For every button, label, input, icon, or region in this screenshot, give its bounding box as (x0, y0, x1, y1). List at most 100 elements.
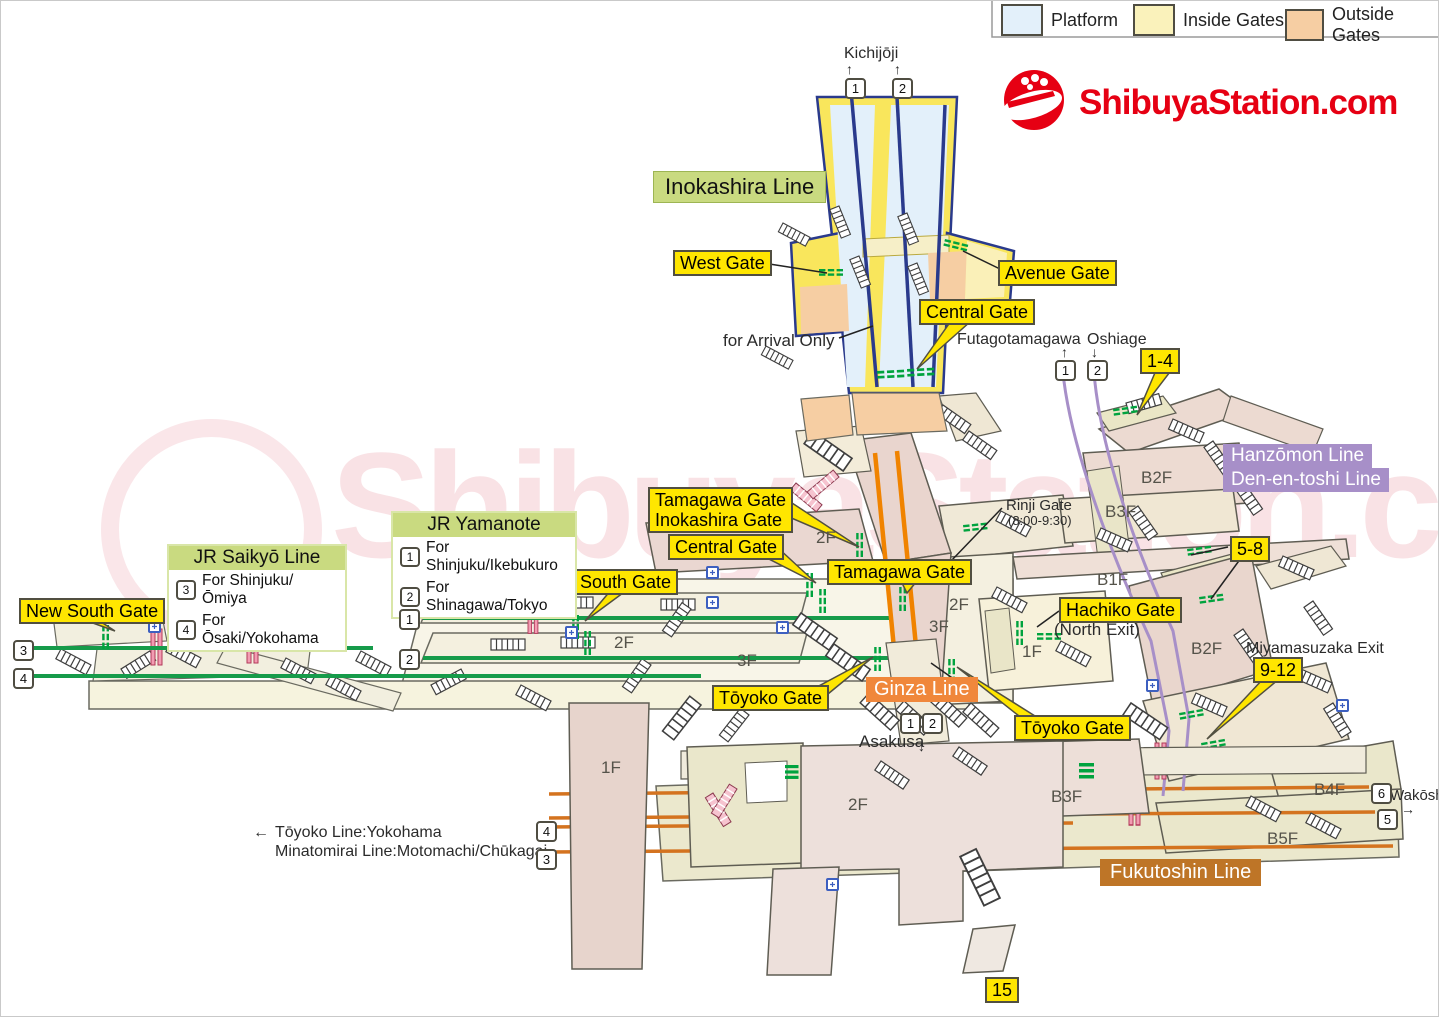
toyoko-gate-upper-label: Tōyoko Gate (712, 685, 830, 712)
bottom-structure (568, 695, 1367, 976)
central-gate-inokashira-label: Central Gate (919, 299, 1036, 326)
yamanote-dest-1: For Shinjuku/Ikebukuro (426, 539, 558, 574)
hanzomon-track-1: 1 (1055, 360, 1076, 381)
inokashira-station (760, 78, 1016, 442)
saikyo-row-2: 4 For Ōsaki/Yokohama (169, 610, 345, 650)
floor-2f-main: 2F (848, 795, 868, 814)
floor-1f-hachiko: 1F (1022, 642, 1042, 661)
wakoshi-label: Wakōshi (1390, 787, 1438, 804)
miyamasuzaka-exit-label: Miyamasuzaka Exit (1246, 640, 1384, 657)
saikyo-row-1: 3 For Shinjuku/Ōmiya (169, 570, 345, 610)
saikyo-info-box: JR Saikyō Line 3 For Shinjuku/Ōmiya 4 Fo… (167, 544, 347, 652)
inside-gates-swatch (1133, 4, 1175, 36)
rinji-gate-hours: (8:00-9:30) (1008, 513, 1072, 528)
central-gate-jr-label: Central Gate (668, 534, 785, 561)
north-exit-label: (North Exit) (1054, 620, 1140, 639)
hachiko-gate-label: Hachiko Gate (1059, 597, 1183, 624)
yamanote-info-box: JR Yamanote 1 For Shinjuku/Ikebukuro 2 F… (391, 511, 577, 619)
floor-2f-jr: 2F (614, 633, 634, 652)
legend-inside-gates-label: Inside Gates (1183, 9, 1285, 30)
yamanote-row-1: 1 For Shinjuku/Ikebukuro (393, 537, 575, 577)
minatomirai-destination: Minatomirai Line:Motomachi/Chūkagai (275, 843, 548, 860)
floor-3f-center: 3F (737, 651, 757, 670)
floor-b2f-mid: B2F (1191, 639, 1223, 658)
ginza-track-1: 1 (900, 713, 921, 734)
inokashira-line-label: Inokashira Line (653, 171, 827, 203)
floor-2f-right: 2F (949, 595, 969, 614)
tamagawa-gate-line: Tamagawa Gate (655, 490, 787, 510)
platforms-1-4-label: 1-4 (1140, 348, 1181, 375)
floor-2f-tamagawa: 2F (816, 528, 836, 547)
futagotamagawa-label: Futagotamagawa (957, 331, 1081, 348)
legend-platform-label: Platform (1051, 9, 1119, 30)
floor-1f-tower: 1F (601, 758, 621, 777)
toyoko-gate-lower-label: Tōyoko Gate (1014, 715, 1132, 742)
yamanote-row-2: 2 For Shinagawa/Tokyo (393, 577, 575, 617)
toyoko-track-4: 4 (536, 821, 557, 842)
platforms-9-12-label: 9-12 (1253, 657, 1304, 684)
ginza-track-2: 2 (922, 713, 943, 734)
legend-platform: Platform (1001, 4, 1118, 36)
floor-b5f: B5F (1267, 829, 1299, 848)
yamanote-title: JR Yamanote (393, 513, 575, 537)
kichijoji-arrow-2: ↑ (894, 61, 901, 77)
floor-b1f: B1F (1097, 570, 1129, 589)
yamanote-dest-2: For Shinagawa/Tokyo (426, 579, 548, 614)
yamanote-track-1: 1 (399, 609, 420, 630)
inokashira-track-2: 2 (892, 78, 913, 99)
outside-gates-swatch (1285, 9, 1324, 41)
futagotamagawa-arrow: ↑ (1061, 344, 1068, 360)
new-south-gate-label: New South Gate (19, 598, 166, 625)
saikyo-dest-3: For Shinjuku/Ōmiya (202, 572, 294, 607)
site-logo: ShibuyaStation.com (1079, 83, 1398, 122)
west-gate-label: West Gate (673, 250, 772, 277)
tamagawa-inokashira-gate-label: Tamagawa Gate Inokashira Gate (648, 487, 794, 534)
arrival-only-note: for Arrival Only (723, 331, 835, 350)
exit-15-label: 15 (985, 977, 1020, 1004)
toyoko-direction-arrow: ← (253, 824, 269, 841)
rinji-gate-label: Rinji Gate (1006, 497, 1072, 514)
avenue-gate-label: Avenue Gate (998, 260, 1117, 287)
kichijoji-arrow-1: ↑ (846, 61, 853, 77)
platform-swatch (1001, 4, 1043, 36)
inokashira-track-1: 1 (845, 78, 866, 99)
south-gate-label: South Gate (573, 569, 679, 596)
yamanote-platform-1: 1 (400, 547, 420, 567)
ginza-line-label: Ginza Line (866, 677, 978, 702)
asakusa-label: Asakusa (859, 732, 925, 751)
saikyo-platform-4: 4 (176, 620, 196, 640)
floor-b2f-upper: B2F (1141, 468, 1173, 487)
toyoko-destination: Tōyoko Line:Yokohama (275, 824, 442, 841)
fukutoshin-track-6: 6 (1371, 783, 1392, 804)
hanzomon-line-label: Hanzōmon Line (1223, 444, 1373, 468)
floor-3f-right: 3F (929, 617, 949, 636)
legend-inside-gates: Inside Gates (1133, 4, 1284, 36)
fukutoshin-track-5: 5 (1377, 809, 1398, 830)
hanzomon-track-2: 2 (1087, 360, 1108, 381)
toyoko-track-3: 3 (536, 849, 557, 870)
fukutoshin-line-label: Fukutoshin Line (1100, 859, 1262, 886)
yamanote-platform-2: 2 (400, 587, 420, 607)
oshiage-arrow: ↓ (1091, 344, 1098, 360)
inokashira-gate-line: Inokashira Gate (655, 510, 783, 531)
saikyo-track-4: 4 (13, 668, 34, 689)
platforms-5-8-label: 5-8 (1230, 536, 1271, 563)
kichijoji-label: Kichijōji (844, 45, 899, 62)
legend-outside-gates-label: Outside Gates (1332, 4, 1395, 45)
tamagawa-gate-label: Tamagawa Gate (827, 559, 973, 586)
floor-b3f-lower: B3F (1051, 787, 1083, 806)
floor-b3f-upper: B3F (1105, 502, 1137, 521)
saikyo-platform-3: 3 (176, 580, 196, 600)
saikyo-track-3: 3 (13, 640, 34, 661)
floor-b4f: B4F (1314, 780, 1346, 799)
wakoshi-arrow: → (1401, 801, 1415, 817)
saikyo-dest-4: For Ōsaki/Yokohama (202, 612, 319, 647)
saikyo-title: JR Saikyō Line (169, 546, 345, 570)
oshiage-label: Oshiage (1087, 331, 1147, 348)
legend-outside-gates: Outside Gates (1285, 4, 1438, 46)
logo-icon (1001, 70, 1064, 130)
asakusa-arrow: ↓ (918, 738, 925, 754)
callout-pointers (78, 250, 1282, 740)
